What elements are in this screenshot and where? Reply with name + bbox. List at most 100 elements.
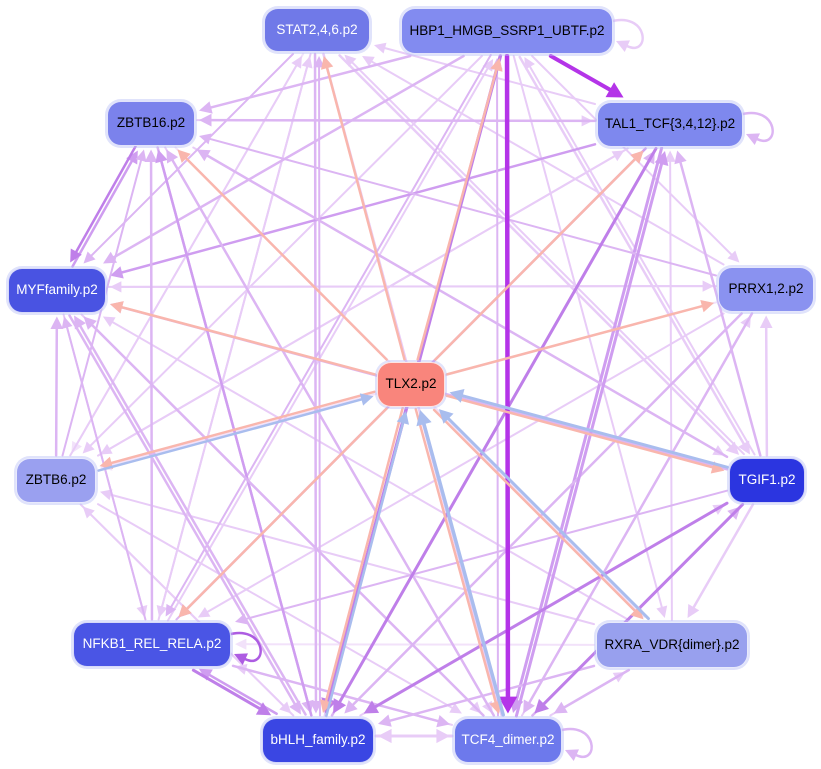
node-myf[interactable]: MYFfamily.p2	[8, 267, 106, 313]
node-tcf4[interactable]: TCF4_dimer.p2	[454, 717, 562, 763]
edge-line[interactable]	[210, 118, 597, 123]
edge-line[interactable]	[679, 161, 762, 457]
edge-line[interactable]	[434, 158, 637, 361]
edge-arrowhead	[605, 82, 624, 98]
edge-line[interactable]	[384, 47, 596, 106]
edge-line[interactable]	[184, 157, 388, 361]
edge-arrowhead	[362, 56, 375, 67]
edge-line[interactable]	[206, 312, 725, 613]
edge-line[interactable]	[245, 489, 728, 620]
edge-self-loop[interactable]	[556, 727, 593, 759]
edge-line[interactable]	[209, 54, 412, 109]
node-label: RXRA_VDR{dimer}.p2	[604, 637, 740, 653]
edge-line[interactable]	[764, 326, 769, 457]
edge-line[interactable]	[97, 503, 454, 709]
edge-line[interactable]	[324, 406, 404, 703]
edge-line[interactable]	[414, 407, 497, 704]
edge-line[interactable]	[669, 160, 673, 621]
node-zbtb16[interactable]: ZBTB16.p2	[107, 100, 195, 146]
edge-line[interactable]	[313, 52, 318, 703]
edge-line[interactable]	[514, 162, 664, 718]
edge-line[interactable]	[461, 394, 730, 469]
node-zbtb6[interactable]: ZBTB6.p2	[16, 457, 96, 503]
edge-line[interactable]	[91, 324, 485, 717]
edge-line[interactable]	[529, 65, 756, 456]
edge-arrowhead	[82, 506, 95, 519]
edge-line[interactable]	[245, 643, 595, 646]
edge-line[interactable]	[110, 390, 376, 465]
edge-line[interactable]	[157, 66, 309, 621]
edge-line[interactable]	[97, 398, 363, 472]
edge-line[interactable]	[504, 53, 511, 699]
edge-arrowhead	[109, 281, 122, 293]
edge-line[interactable]	[563, 668, 631, 709]
edge-line[interactable]	[231, 664, 440, 723]
edge-line[interactable]	[445, 304, 704, 376]
edge-line[interactable]	[170, 53, 492, 608]
edge-line[interactable]	[111, 321, 630, 621]
edge-line[interactable]	[171, 159, 496, 717]
edge-line[interactable]	[89, 513, 295, 717]
edge-arrowhead	[197, 606, 211, 618]
edge-line[interactable]	[97, 155, 616, 457]
node-stat[interactable]: STAT2,4,6.p2	[264, 8, 370, 52]
node-prrx[interactable]: PRRX1,2.p2	[718, 266, 814, 312]
edge-line[interactable]	[496, 68, 499, 717]
edge-arrowhead	[449, 389, 465, 403]
edge-arrowhead	[110, 301, 124, 314]
edge-line[interactable]	[160, 160, 313, 717]
edge-line[interactable]	[120, 285, 717, 288]
edge-line[interactable]	[318, 66, 321, 717]
edge-line[interactable]	[325, 421, 405, 718]
edge-line[interactable]	[120, 306, 377, 376]
edge-self-loop[interactable]	[607, 18, 644, 50]
node-nfkb1[interactable]: NFKB1_REL_RELA.p2	[73, 621, 231, 667]
edge-line[interactable]	[120, 143, 597, 274]
node-bhlh[interactable]: bHLH_family.p2	[262, 717, 374, 763]
edge-line[interactable]	[351, 61, 745, 456]
edge-line[interactable]	[185, 407, 388, 610]
node-label: STAT2,4,6.p2	[276, 22, 358, 38]
edge-line[interactable]	[79, 325, 307, 716]
edge-line[interactable]	[191, 668, 261, 710]
node-tlx2[interactable]: TLX2.p2	[377, 361, 445, 407]
edge-line[interactable]	[528, 312, 754, 704]
edge-self-loop[interactable]	[737, 111, 774, 143]
edge-line[interactable]	[692, 503, 755, 609]
edge-line[interactable]	[514, 146, 664, 702]
edge-line[interactable]	[112, 54, 465, 259]
edge-line[interactable]	[325, 66, 406, 361]
node-label: ZBTB16.p2	[116, 115, 186, 131]
edge-arrowhead	[738, 440, 750, 455]
edge-line[interactable]	[71, 160, 133, 268]
edge-line[interactable]	[54, 327, 59, 457]
edge-line[interactable]	[206, 154, 729, 459]
edge-line[interactable]	[422, 422, 506, 717]
node-hbp1[interactable]: HBP1_HMGB_SSRP1_UBTF.p2	[401, 8, 613, 54]
edge-line[interactable]	[208, 673, 278, 716]
edge-line[interactable]	[445, 394, 714, 469]
node-tal1[interactable]: TAL1_TCF{3,4,12}.p2	[597, 101, 743, 147]
edge-line[interactable]	[338, 147, 658, 704]
edge-line[interactable]	[69, 64, 298, 457]
node-label: TLX2.p2	[385, 376, 437, 392]
edge-arrowhead	[700, 300, 714, 313]
edge-line[interactable]	[416, 68, 498, 361]
edge-line[interactable]	[370, 60, 725, 266]
edge-line[interactable]	[351, 312, 743, 706]
edge-line[interactable]	[542, 503, 745, 706]
edge-arrowhead	[199, 101, 213, 114]
edge-self-loop[interactable]	[225, 631, 262, 663]
node-rxra[interactable]: RXRA_VDR{dimer}.p2	[596, 622, 748, 668]
edge-line[interactable]	[432, 408, 636, 612]
edge-line[interactable]	[75, 145, 137, 253]
edge-line[interactable]	[149, 160, 154, 621]
edge-line[interactable]	[374, 501, 729, 709]
edge-line[interactable]	[209, 137, 717, 277]
edge-line[interactable]	[548, 54, 612, 92]
edge-line[interactable]	[90, 53, 294, 257]
edge-line[interactable]	[66, 326, 147, 621]
node-tgif1[interactable]: TGIF1.p2	[729, 457, 805, 503]
edge-line[interactable]	[166, 67, 489, 622]
edge-line[interactable]	[447, 417, 650, 621]
